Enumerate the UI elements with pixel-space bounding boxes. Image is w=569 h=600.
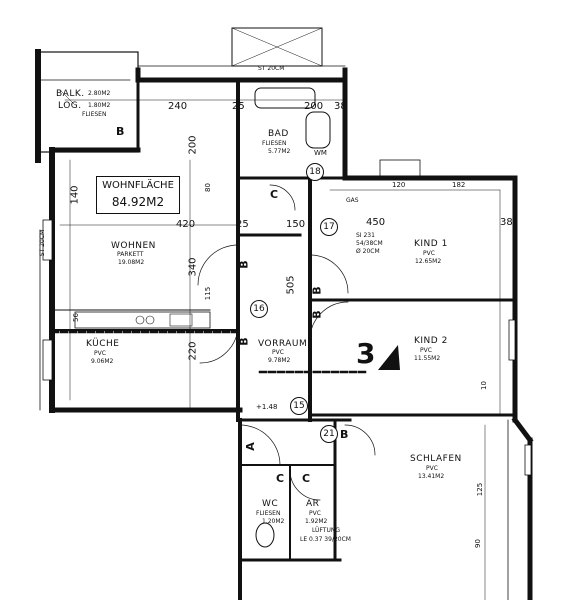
kueche-area: 9.06M2 <box>91 358 114 365</box>
dim-200a: 200 <box>304 101 324 112</box>
vent-label-a: LÜFTUNG <box>312 527 340 534</box>
kind1-floor: PVC <box>423 250 435 257</box>
door-type-b-kueche: B <box>237 337 251 346</box>
vent-label-b: LE 0.37 39/20CM <box>300 536 351 543</box>
ar-name: AR <box>306 499 320 509</box>
loggia-area: 1.80M2 <box>88 102 111 109</box>
dim-38b: 38 <box>500 217 513 228</box>
kueche-floor: PVC <box>94 350 106 357</box>
st-left-label: ST 20CM <box>39 229 47 257</box>
kind2-area: 11.55M2 <box>414 355 441 362</box>
circle-marker-17: 17 <box>320 218 338 236</box>
kitchen-counter <box>74 311 211 329</box>
living-area-value: 84.92M2 <box>111 195 165 209</box>
circle-marker-15: 15 <box>290 397 308 415</box>
kueche-name: KÜCHE <box>86 339 120 349</box>
wm-label: WM <box>314 149 327 157</box>
wohnen-floor: PARKETT <box>117 251 144 258</box>
kind2-floor: PVC <box>420 347 432 354</box>
dim-340: 340 <box>187 257 199 277</box>
kind1-name: KIND 1 <box>414 239 448 249</box>
dim-450: 450 <box>366 217 386 228</box>
dim-182: 182 <box>452 181 466 189</box>
door-type-b-balcony: B <box>116 125 125 138</box>
bad-area: 5.77M2 <box>268 148 291 155</box>
door-type-c-bad: C <box>270 188 279 201</box>
dim-150: 150 <box>286 219 306 230</box>
door-type-c-ar: C <box>302 472 311 485</box>
dim-140: 140 <box>69 185 81 205</box>
toilet <box>255 522 275 548</box>
door-swing-wohnen <box>197 244 239 286</box>
vent-shaft-top <box>231 27 323 67</box>
balcony-name: BALK. <box>56 89 85 99</box>
circle-marker-18: 18 <box>306 163 324 181</box>
dim-505: 505 <box>285 275 297 295</box>
vorraum-floor: PVC <box>272 349 284 356</box>
dim-240: 240 <box>168 101 188 112</box>
door-type-b-kind2: B <box>310 310 324 319</box>
chimney-label-c: Ø 20CM <box>356 248 380 255</box>
door-type-c-wc: C <box>276 472 285 485</box>
wohnen-area: 19.08M2 <box>118 259 145 266</box>
dim-38a: 38 <box>334 101 347 112</box>
loggia-name: LOG. <box>58 101 82 111</box>
bathtub <box>254 87 316 109</box>
wc-area: 1.20M2 <box>262 518 285 525</box>
vorraum-name: VORRAUM <box>258 339 308 349</box>
dim-115: 115 <box>204 286 213 301</box>
dim-200v: 200 <box>187 135 199 155</box>
unit-number: 3 <box>356 337 376 370</box>
chimney-label-a: SI 231 <box>356 232 375 239</box>
balcony-area: 2.80M2 <box>88 90 111 97</box>
st-top-label: ST 20CM <box>258 65 285 72</box>
schlafen-floor: PVC <box>426 465 438 472</box>
dim-56: 56 <box>71 313 80 322</box>
dim-420: 420 <box>176 219 196 230</box>
schlafen-area: 13.41M2 <box>418 473 445 480</box>
dim-10: 10 <box>479 381 488 390</box>
dim-25a: 25 <box>232 101 245 112</box>
schlafen-name: SCHLAFEN <box>410 454 462 464</box>
bad-floor: FLIESEN <box>262 140 287 147</box>
bad-name: BAD <box>268 129 289 139</box>
dim-90: 90 <box>473 539 482 548</box>
dim-120: 120 <box>392 181 406 189</box>
exterior-wall-top <box>135 67 348 83</box>
dim-125: 125 <box>476 482 485 497</box>
living-area-box: WOHNFLÄCHE 84.92M2 <box>96 176 180 214</box>
door-type-b-wohnen: B <box>237 260 251 269</box>
kind1-area: 12.65M2 <box>415 258 442 265</box>
wc-floor: FLIESEN <box>256 510 281 517</box>
wc-name: WC <box>262 499 279 509</box>
door-type-b-kind1: B <box>310 286 324 295</box>
sink <box>305 111 331 149</box>
level-label: +1.48 <box>256 403 278 411</box>
ar-floor: PVC <box>309 510 321 517</box>
vorraum-area: 9.78M2 <box>268 357 291 364</box>
ar-area: 1.92M2 <box>305 518 328 525</box>
gas-label: GAS <box>346 197 359 204</box>
wohnen-name: WOHNEN <box>111 241 156 251</box>
dim-220: 220 <box>187 341 199 361</box>
door-type-a-entry: A <box>243 442 257 451</box>
balcony-floor: FLIESEN <box>82 111 107 118</box>
living-area-title: WOHNFLÄCHE <box>102 180 174 191</box>
unit-marker-triangle <box>378 345 400 370</box>
dim-80: 80 <box>203 183 212 192</box>
circle-marker-21: 21 <box>320 425 338 443</box>
door-type-b-schlafen: B <box>340 428 349 441</box>
dim-25b: 25 <box>236 219 249 230</box>
chimney-label-b: 54/38CM <box>356 240 383 247</box>
circle-marker-16: 16 <box>250 300 268 318</box>
kind2-name: KIND 2 <box>414 336 448 346</box>
